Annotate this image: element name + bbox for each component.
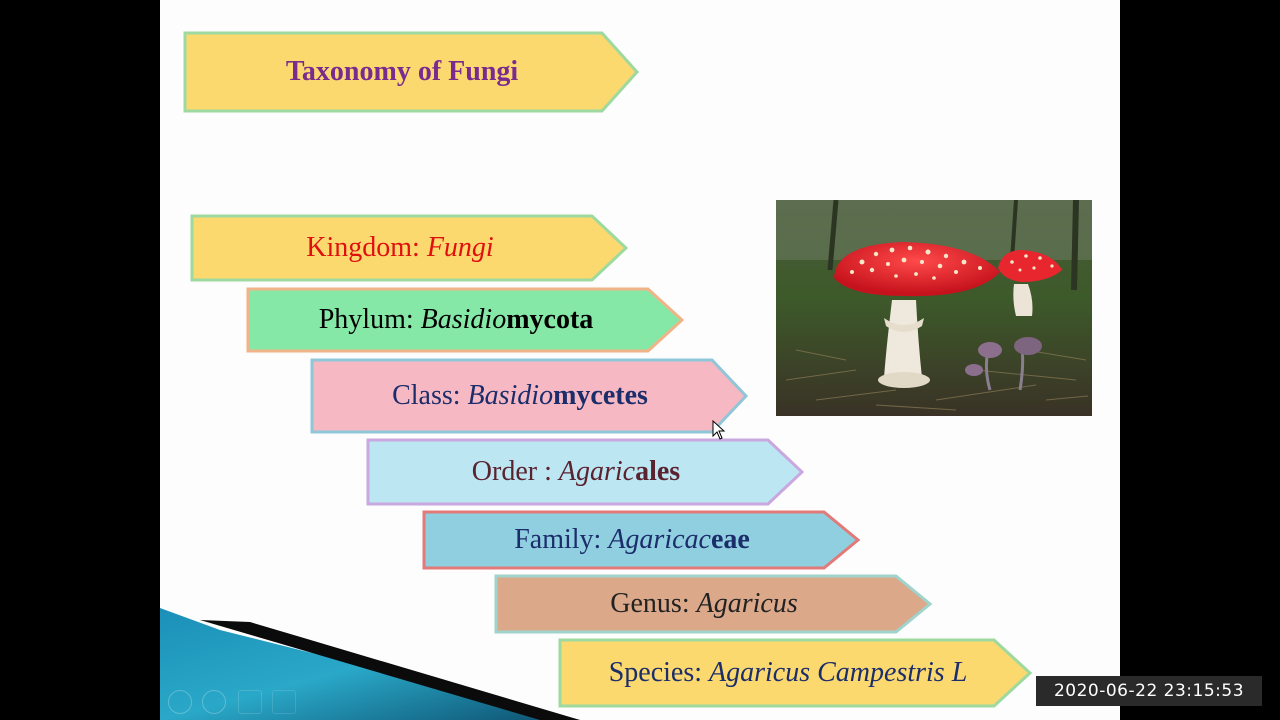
video-timestamp: 2020-06-22 23:15:53 — [1036, 676, 1262, 706]
mouse-pointer-icon — [712, 420, 726, 440]
title-arrow: Taxonomy of Fungi — [182, 30, 642, 114]
taxon-name: Agaricus Campestris L — [709, 657, 968, 688]
rank-label: Kingdom: — [306, 232, 420, 263]
decorative-swoosh — [160, 608, 580, 720]
presentation-slide: Taxonomy of Fungi Kingdom: Fungi Phylum:… — [160, 0, 1120, 720]
amanita-mushroom-photo — [776, 200, 1092, 416]
rank-label: Species: — [608, 657, 703, 688]
next-slide-icon[interactable] — [202, 690, 226, 714]
rank-label: Family: — [514, 524, 602, 555]
taxon-name-suffix: mycetes — [553, 380, 648, 411]
taxon-name-prefix: Agaricac — [608, 524, 711, 555]
taxon-name-prefix: Basidio — [420, 304, 507, 335]
taxon-name-suffix: ales — [635, 456, 681, 487]
rank-arrow-species: Species: Agaricus Campestris L — [558, 638, 1034, 708]
previous-slide-icon[interactable] — [168, 690, 192, 714]
taxon-name-suffix: mycota — [506, 304, 594, 335]
taxon-name: Fungi — [426, 232, 494, 263]
slide-menu-icon[interactable] — [272, 690, 296, 714]
pen-tool-icon[interactable] — [238, 690, 262, 714]
taxon-name-prefix: Basidio — [467, 380, 554, 411]
taxon-name: Agaricus — [696, 588, 798, 619]
taxon-name-prefix: Agaric — [558, 456, 636, 487]
taxon-name-suffix: eae — [710, 524, 750, 555]
rank-label: Class: — [392, 380, 461, 411]
rank-label: Order : — [471, 456, 552, 487]
rank-arrow-genus: Genus: Agaricus — [494, 574, 934, 634]
rank-arrow-kingdom: Kingdom: Fungi — [190, 214, 630, 282]
title-arrow-shape — [183, 31, 640, 113]
page-title: Taxonomy of Fungi — [285, 56, 519, 87]
rank-label: Genus: — [610, 588, 690, 619]
rank-label: Phylum: — [318, 304, 414, 335]
